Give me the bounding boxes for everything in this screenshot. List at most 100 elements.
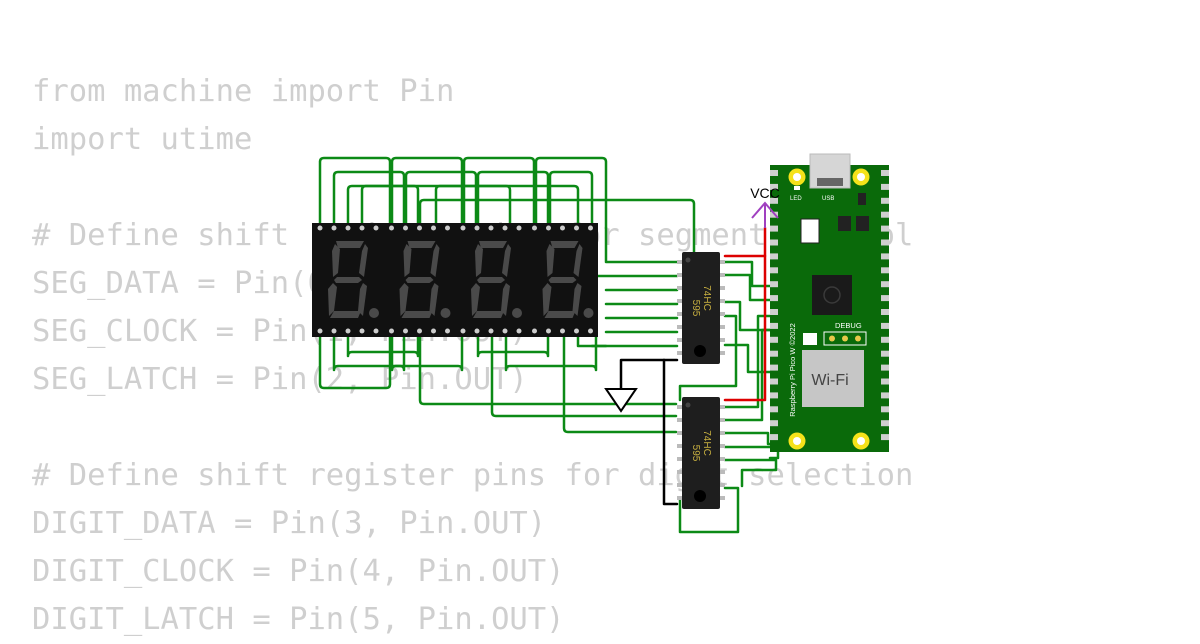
ic-pin: [720, 418, 725, 422]
digit-segment: [401, 311, 433, 318]
wire: [318, 156, 392, 230]
ic-pin: [720, 351, 725, 355]
ic-pin: [677, 325, 682, 329]
board-pad: [770, 281, 778, 288]
digit-segment: [544, 311, 576, 318]
led-label: LED: [790, 196, 802, 202]
display-pin: [574, 328, 579, 334]
board-pad: [881, 267, 889, 274]
board-pad: [770, 225, 778, 232]
digit-segment: [550, 241, 579, 248]
ic-pin: [677, 273, 682, 277]
digit-segment: [328, 283, 337, 316]
wire: [346, 184, 420, 230]
display-digits: [328, 241, 594, 318]
wire: [723, 458, 778, 488]
wire: [723, 273, 772, 302]
display-pin: [359, 225, 365, 231]
display-pin: [560, 225, 565, 231]
digit-segment: [330, 311, 361, 318]
board-pad: [770, 336, 778, 343]
board-pad: [881, 350, 889, 357]
board-pad: [770, 434, 778, 441]
display-pin: [502, 328, 508, 334]
usb-port: [817, 178, 843, 186]
wire: [548, 170, 594, 230]
ic-pin: [720, 405, 725, 409]
vcc-label: VCC: [750, 185, 780, 201]
ic-pin1-mark: [694, 490, 706, 502]
wire: [490, 329, 678, 418]
ground-symbol: [604, 388, 638, 413]
wire: [418, 198, 696, 254]
display-pin: [431, 225, 436, 231]
display-pin: [516, 225, 522, 231]
decimal-point: [583, 308, 594, 318]
ground-wire: [619, 358, 666, 391]
digit-segment: [572, 283, 582, 316]
digit-segment: [542, 283, 552, 316]
circuit-diagram: 74HC 595 74HC 595 LED USB: [312, 153, 889, 534]
board-pad: [881, 322, 889, 329]
wire: [332, 329, 406, 372]
display-pin: [574, 225, 579, 231]
decimal-point: [440, 308, 451, 318]
board-pad: [881, 392, 889, 399]
wire: [476, 329, 550, 358]
wire: [562, 329, 678, 434]
digit-segment: [471, 283, 480, 316]
board-pad: [881, 406, 889, 413]
board-pad: [881, 378, 889, 385]
ic-pin: [677, 299, 682, 303]
usb-label: USB: [822, 196, 834, 202]
ic-pin: [677, 351, 682, 355]
wire: [346, 329, 420, 358]
ic-pin: [720, 260, 725, 264]
board-pad: [770, 364, 778, 371]
digit-segment: [405, 277, 434, 283]
wire: [723, 431, 772, 446]
component-pad: [803, 333, 817, 345]
display-pin: [546, 328, 551, 334]
wifi-label: Wi-Fi: [811, 372, 848, 389]
display-pin: [488, 225, 494, 231]
ic-notch: [685, 257, 691, 263]
ic-pin: [677, 405, 682, 409]
display-pin: [389, 328, 394, 334]
board-model-label: Raspberry Pi Pico W ©2022: [788, 323, 797, 416]
ic-pin: [720, 431, 725, 435]
led-icon: [794, 186, 800, 190]
ic-pin: [677, 312, 682, 316]
code-line: SEG_LATCH = Pin(2, Pin.OUT): [32, 362, 528, 397]
board-pin-pads: [770, 170, 889, 441]
ic-pin: [677, 431, 682, 435]
ic-pin: [720, 325, 725, 329]
board-pad: [881, 420, 889, 427]
board-pad: [881, 336, 889, 343]
ic-pin: [677, 418, 682, 422]
wire: [390, 329, 464, 372]
display-pins: [317, 225, 593, 334]
display-pin: [460, 225, 466, 231]
ic-body: [682, 397, 720, 509]
wire: [678, 486, 740, 534]
decimal-point: [512, 308, 522, 318]
decimal-point: [369, 308, 379, 318]
ic-pin: [677, 286, 682, 290]
display-pin: [417, 328, 422, 334]
ic-pin: [720, 273, 725, 277]
display-pin: [445, 225, 450, 231]
digit-segment: [334, 277, 362, 283]
rp2040-chip: [812, 275, 852, 315]
wire: [678, 314, 738, 402]
digit-segment: [546, 244, 555, 277]
ic-pin: [677, 470, 682, 474]
board-pad: [881, 197, 889, 204]
display-pin: [560, 328, 565, 334]
board-pad: [770, 322, 778, 329]
digit-segment: [336, 241, 364, 248]
chip-small: [838, 216, 851, 231]
wire: [360, 184, 580, 230]
board-pad: [881, 183, 889, 190]
digit-segment: [399, 283, 409, 316]
